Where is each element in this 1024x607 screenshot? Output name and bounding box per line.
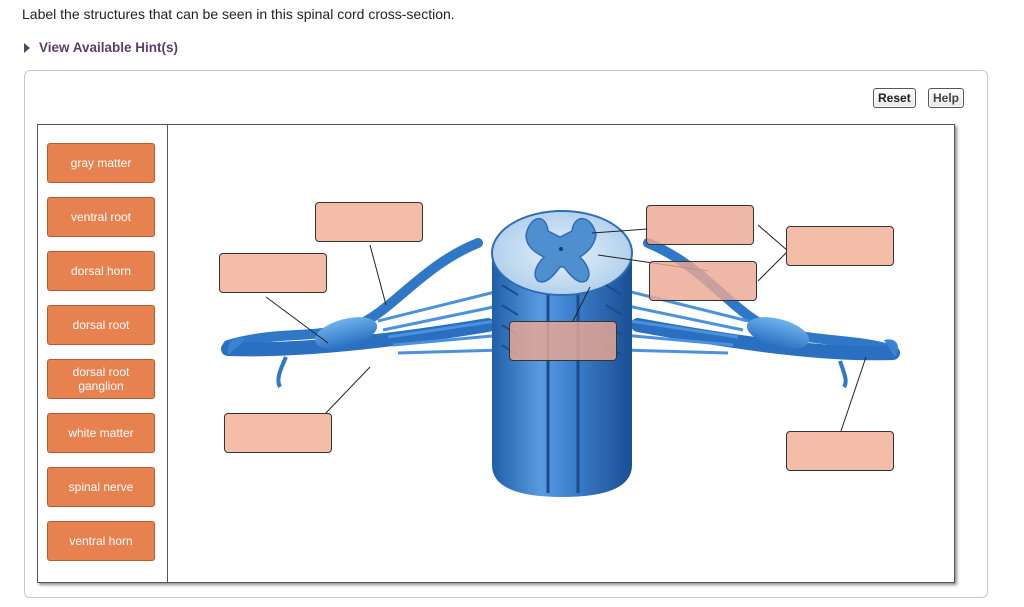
question-instruction: Label the structures that can be seen in… xyxy=(22,6,455,22)
drop-target-8[interactable] xyxy=(786,431,894,471)
disclosure-triangle-icon xyxy=(24,43,30,53)
label-tile-gray-matter[interactable]: gray matter xyxy=(47,143,155,183)
drop-target-5[interactable] xyxy=(649,261,757,301)
label-bank: gray matter ventral root dorsal horn dor… xyxy=(38,125,168,582)
drop-target-4[interactable] xyxy=(786,226,894,266)
drop-target-6[interactable] xyxy=(509,321,617,361)
drop-target-7[interactable] xyxy=(224,413,332,453)
labeling-panel: Reset Help gray matter ventral root dors… xyxy=(24,70,988,598)
label-tile-dorsal-root[interactable]: dorsal root xyxy=(47,305,155,345)
reset-button[interactable]: Reset xyxy=(873,88,916,108)
drop-target-2[interactable] xyxy=(219,253,327,293)
label-tile-dorsal-root-ganglion[interactable]: dorsal root ganglion xyxy=(47,359,155,399)
label-tile-dorsal-horn[interactable]: dorsal horn xyxy=(47,251,155,291)
help-button[interactable]: Help xyxy=(928,88,964,108)
drag-drop-workarea: gray matter ventral root dorsal horn dor… xyxy=(37,124,955,583)
label-tile-spinal-nerve[interactable]: spinal nerve xyxy=(47,467,155,507)
label-tile-white-matter[interactable]: white matter xyxy=(47,413,155,453)
label-tile-ventral-horn[interactable]: ventral horn xyxy=(47,521,155,561)
view-hints-toggle[interactable]: View Available Hint(s) xyxy=(24,40,178,55)
drop-target-3[interactable] xyxy=(646,205,754,245)
label-tile-ventral-root[interactable]: ventral root xyxy=(47,197,155,237)
drop-target-1[interactable] xyxy=(315,202,423,242)
view-hints-label: View Available Hint(s) xyxy=(39,40,178,55)
